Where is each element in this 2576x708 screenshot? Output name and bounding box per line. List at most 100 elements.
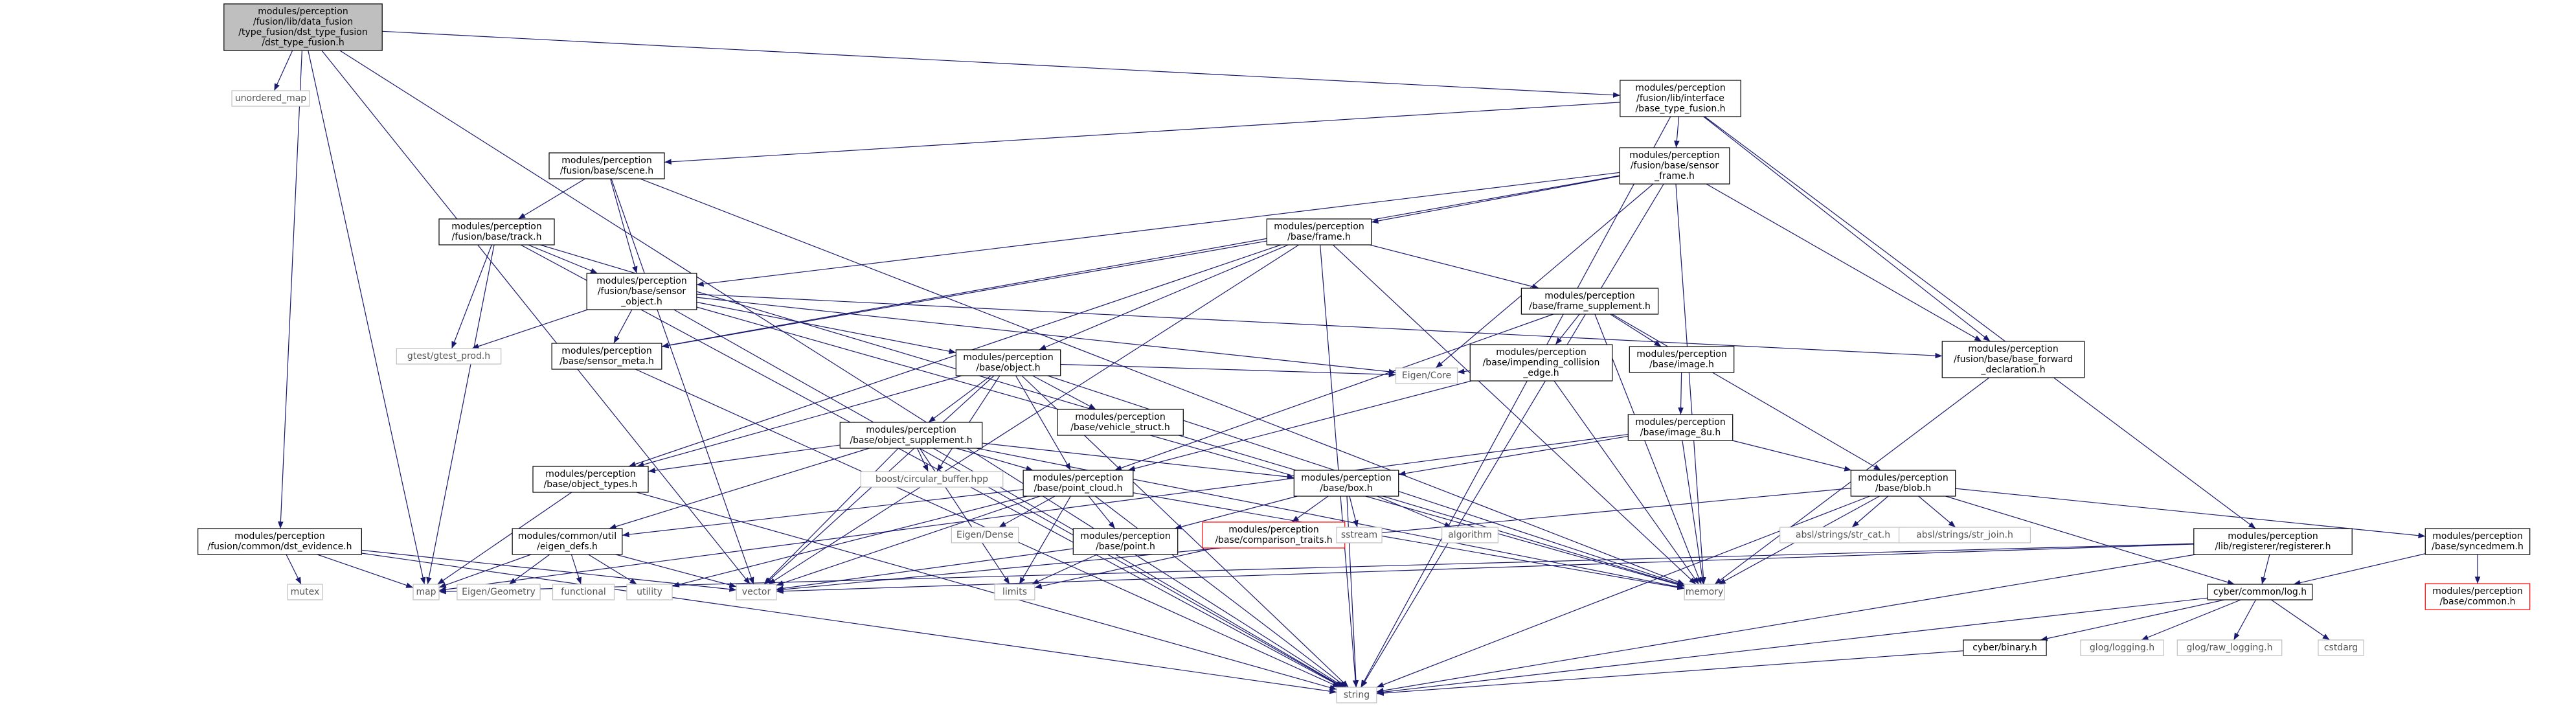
node-label-line: /base/point.h <box>1096 542 1155 552</box>
node-object[interactable]: modules/perception/base/object.h <box>955 349 1061 376</box>
node-cstdarg: cstdarg <box>2318 639 2364 656</box>
node-frame[interactable]: modules/perception/base/frame.h <box>1266 218 1372 246</box>
node-object-types[interactable]: modules/perception/base/object_types.h <box>532 466 649 493</box>
node-limits: limits <box>994 584 1035 600</box>
edge-sensor-frame-to-sensor-object <box>696 172 1620 287</box>
node-label-line: vector <box>742 587 771 597</box>
edge-cyber-log-to-glog-logging <box>2141 599 2241 641</box>
node-label-line: /base/blob.h <box>1875 483 1931 494</box>
edge-eigen-defs-to-vector <box>615 554 737 588</box>
edge-scene-to-memory <box>640 178 1685 585</box>
node-box <box>1072 528 1179 555</box>
edge-point-cloud-to-string <box>1094 496 1347 688</box>
node-vehicle-struct[interactable]: modules/perception/base/vehicle_struct.h <box>1057 409 1184 436</box>
node-sensor-frame[interactable]: modules/perception/fusion/base/sensor_fr… <box>1619 147 1730 185</box>
node-label-line: modules/perception <box>1228 525 1318 535</box>
edge-base-type-fusion-to-base-forward <box>1703 116 1991 342</box>
node-point-cloud[interactable]: modules/perception/base/point_cloud.h <box>1022 470 1134 497</box>
node-sensor-meta[interactable]: modules/perception/base/sensor_meta.h <box>551 343 662 370</box>
node-label-line: unordered_map <box>235 93 306 104</box>
node-label-line: modules/common/util <box>518 531 616 542</box>
edge-dst-evidence-to-string <box>361 553 1337 694</box>
node-cyber-binary[interactable]: cyber/binary.h <box>1963 639 2047 656</box>
node-label-line: absl/strings/str_cat.h <box>1796 530 1890 540</box>
node-label-line: string <box>1344 690 1370 700</box>
node-label-line: /fusion/base/track.h <box>452 232 542 242</box>
edge-point-cloud-to-eigen-defs <box>622 489 1024 538</box>
node-label-line: modules/perception <box>561 346 651 356</box>
edge-registerer-to-map <box>438 543 2194 595</box>
node-label-line: modules/perception <box>2432 531 2522 542</box>
edge-impending-collision-to-memory <box>1554 380 1699 585</box>
node-string: string <box>1336 687 1377 703</box>
node-box <box>1850 470 1956 497</box>
node-label-line: modules/perception <box>1858 473 1948 483</box>
edge-object-supplement-to-limits <box>919 448 1010 585</box>
edge-sensor-object-to-sensor-meta <box>613 309 633 344</box>
node-label-line: /base/frame.h <box>1287 232 1351 242</box>
node-box <box>1779 527 1906 543</box>
edge-base-type-fusion-to-string <box>1360 116 1671 688</box>
node-sensor-object[interactable]: modules/perception/fusion/base/sensor_ob… <box>586 273 697 310</box>
edge-frame-to-vector <box>768 244 1300 585</box>
node-label-line: /fusion/base/base_forward <box>1954 354 2073 365</box>
node-label-line: memory <box>1686 587 1724 597</box>
node-label-line: /base/point_cloud.h <box>1034 483 1123 494</box>
nodes-layer: modules/perception/fusion/lib/data_fusio… <box>198 3 2531 703</box>
edge-impending-collision-to-point-cloud <box>1127 380 1472 472</box>
node-cyber-log[interactable]: cyber/common/log.h <box>2207 584 2313 600</box>
node-image[interactable]: modules/perception/base/image.h <box>1629 346 1735 373</box>
edge-point-to-limits <box>1032 554 1098 585</box>
node-functional: functional <box>552 584 615 600</box>
node-label-line: modules/perception <box>1968 344 2058 354</box>
node-label-line: /fusion/lib/data_fusion <box>253 17 353 27</box>
edge-box-to-algorithm <box>1377 496 1452 528</box>
node-image-8u[interactable]: modules/perception/base/image_8u.h <box>1627 414 1734 441</box>
node-label-line: modules/perception <box>1274 222 1364 232</box>
node-algorithm: algorithm <box>1441 527 1498 543</box>
node-impending-collision[interactable]: modules/perception/base/impending_collis… <box>1469 344 1613 382</box>
node-base-type-fusion[interactable]: modules/perception/fusion/lib/interface/… <box>1620 80 1741 117</box>
node-point[interactable]: modules/perception/base/point.h <box>1072 528 1179 555</box>
edge-dst-evidence-to-map <box>317 554 414 588</box>
node-label-line: /fusion/base/sensor <box>598 286 686 297</box>
node-base-forward[interactable]: modules/perception/fusion/base/base_forw… <box>1941 341 2085 378</box>
edge-scene-to-track <box>518 178 585 220</box>
node-comparison-traits[interactable]: modules/perception/base/comparison_trait… <box>1202 521 1346 549</box>
edge-frame-supplement-to-image <box>1610 314 1662 347</box>
node-box <box>1469 344 1613 382</box>
edge-object-to-object-types <box>637 375 962 468</box>
node-label-line: modules/perception <box>1033 473 1123 483</box>
node-label-line: modules/perception <box>2432 586 2522 597</box>
node-blob[interactable]: modules/perception/base/blob.h <box>1850 470 1956 497</box>
node-label-line: _declaration.h <box>1980 365 2045 375</box>
edge-impending-collision-to-eigen-core <box>1457 369 1471 374</box>
node-dst-evidence[interactable]: modules/perception/fusion/common/dst_evi… <box>198 528 362 555</box>
edge-object-to-point-cloud <box>1015 375 1071 471</box>
node-syncedmem[interactable]: modules/perception/base/syncedmem.h <box>2424 528 2531 555</box>
node-glog-logging: glog/logging.h <box>2080 639 2164 656</box>
node-box <box>1620 80 1741 117</box>
node-box <box>223 3 383 51</box>
node-frame-supplement[interactable]: modules/perception/base/frame_supplement… <box>1520 288 1659 315</box>
node-object-supplement[interactable]: modules/perception/base/object_supplemen… <box>839 422 983 449</box>
edge-frame-to-object <box>1039 244 1289 350</box>
edge-sensor-frame-to-frame <box>1371 176 1620 224</box>
edge-cyber-log-to-cstdarg <box>2271 599 2330 641</box>
node-base-common[interactable]: modules/perception/base/common.h <box>2424 583 2531 610</box>
node-label-line: modules/perception <box>963 352 1053 363</box>
node-box <box>231 90 310 107</box>
node-box <box>626 584 673 600</box>
node-registerer[interactable]: modules/perception/lib/registerer/regist… <box>2193 528 2353 555</box>
node-eigen-defs[interactable]: modules/common/util/eigen_defs.h <box>512 528 623 555</box>
node-box <box>2318 639 2364 656</box>
edge-base-type-fusion-to-sensor-frame <box>1674 116 1680 148</box>
node-scene[interactable]: modules/perception/fusion/base/scene.h <box>548 152 665 179</box>
node-root[interactable]: modules/perception/fusion/lib/data_fusio… <box>223 3 383 51</box>
node-track[interactable]: modules/perception/fusion/base/track.h <box>438 218 555 246</box>
node-box[interactable]: modules/perception/base/box.h <box>1293 470 1399 497</box>
edge-registerer-to-vector <box>776 543 2194 594</box>
edge-object-to-eigen-core <box>1060 363 1396 378</box>
node-box <box>736 584 777 600</box>
node-label-line: /base/image.h <box>1649 360 1714 370</box>
